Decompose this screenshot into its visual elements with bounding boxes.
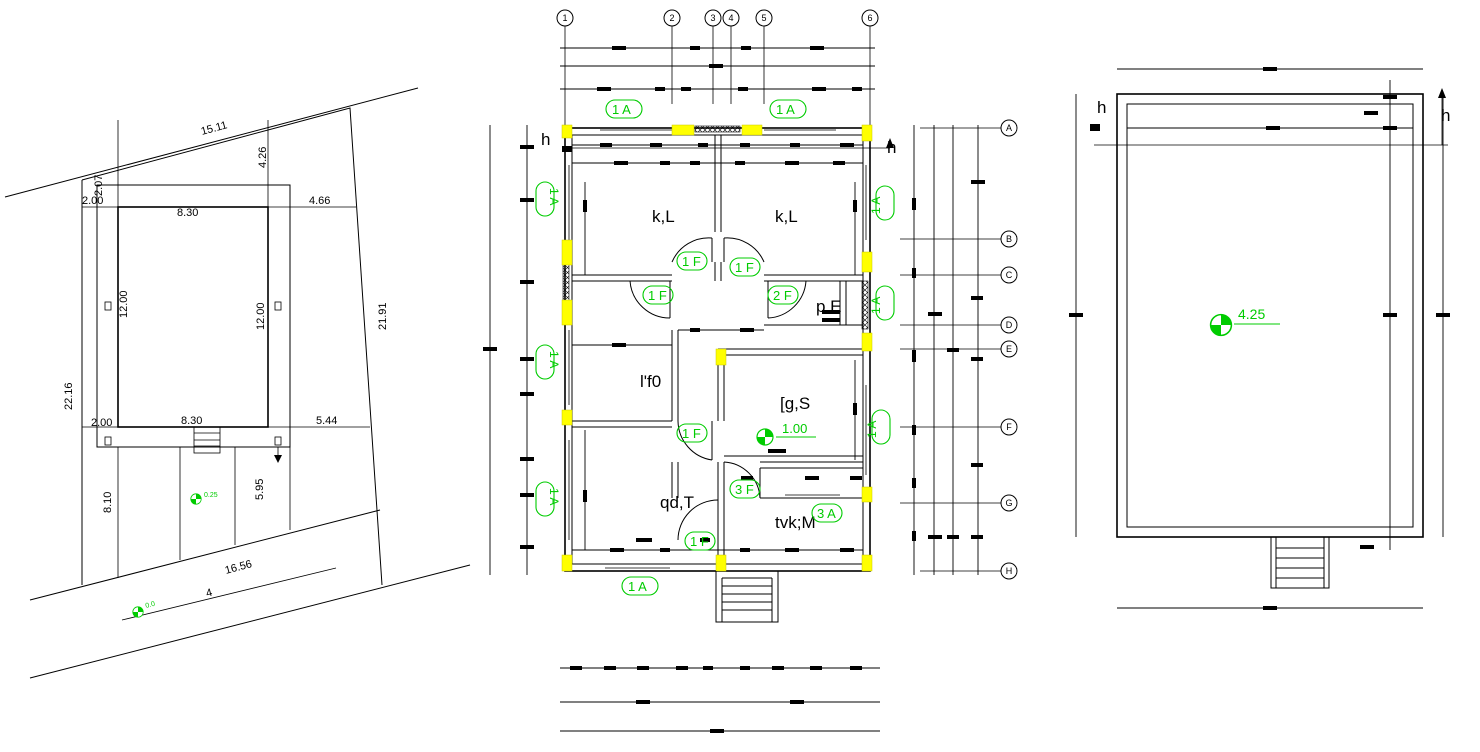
tag-label: 1 A <box>547 488 561 505</box>
tag-label: 1 A <box>628 579 647 594</box>
tag-label: 3 F <box>735 482 754 497</box>
columns <box>561 124 873 572</box>
grid-column-bubbles: 1 2 3 4 5 6 <box>556 9 879 27</box>
room-label-bedroom-left: k,L <box>652 207 675 226</box>
road-edge-bottom <box>29 564 471 679</box>
building-outline-outer <box>96 184 291 448</box>
tag-label: 1 A <box>612 102 631 117</box>
dim-road-front: 16.56 <box>224 558 254 577</box>
grid-label: A <box>1006 123 1012 133</box>
ventilator <box>694 125 741 133</box>
dim-right-setback-top: 4.66 <box>309 195 330 207</box>
road-centerline <box>121 567 337 621</box>
dim-top-right: 4.26 <box>257 147 269 168</box>
room-label-toilet: tvk;M <box>775 513 816 532</box>
grid-label: 5 <box>761 13 766 23</box>
roof-stair <box>1270 537 1330 589</box>
dim-left-setback-bottom: 2.00 <box>91 417 112 429</box>
level-marker-icon <box>132 606 144 618</box>
dim-left-setback-top: 2.00 <box>82 195 103 207</box>
roof-inner-outline <box>1126 103 1414 528</box>
dim-front-right: 5.95 <box>254 479 266 500</box>
grid-label: G <box>1005 498 1012 508</box>
dim-front-left: 8.10 <box>102 492 114 513</box>
dim-right-side: 21.91 <box>377 302 389 330</box>
tag-label: 1 A <box>865 421 879 438</box>
grid-label: F <box>1006 422 1012 432</box>
tag-label: 1 A <box>869 197 883 214</box>
tag-label: 1 F <box>735 260 754 275</box>
dim-top-offset: 2.07 <box>93 175 105 196</box>
dim-width-bottom: 8.30 <box>181 415 202 427</box>
road-edge-top <box>4 87 419 198</box>
floor-level: 1.00 <box>782 421 807 436</box>
tag-label: 1 F <box>682 254 701 269</box>
dim-width-top: 8.30 <box>177 207 198 219</box>
tag-label: 1 F <box>682 426 701 441</box>
grid-label: H <box>1006 566 1013 576</box>
window-hatch <box>562 261 570 305</box>
tag-label: 1 A <box>776 102 795 117</box>
level-marker-icon <box>190 493 202 505</box>
dim-right-setback-bottom: 5.44 <box>316 415 337 427</box>
site-plan: 15.11 2.07 4.26 2.00 8.30 4.66 12.00 12.… <box>4 87 471 679</box>
door-tags: 1 F 1 F 1 F 2 F 1 F 3 F 1 F 3 A <box>642 251 843 551</box>
room-label-drawing: qd,T <box>660 493 694 512</box>
plot-right-boundary <box>81 107 383 586</box>
tag-label: 3 A <box>817 506 836 521</box>
roof-plan: h h 4.25 <box>1069 67 1450 610</box>
window-tags: 1 A 1 A 1 A 1 A 1 A 1 A 1 A 1 A 1 A <box>535 99 895 596</box>
tag-label: 1 A <box>547 351 561 368</box>
dim-height-left: 12.00 <box>118 290 130 318</box>
dim-top-diag: 15.11 <box>200 119 229 138</box>
section-mark-left: h <box>541 130 550 149</box>
dim-left-side: 22.16 <box>63 382 75 410</box>
roof-section-mark-right: h <box>1441 106 1450 125</box>
level-marker-icon <box>1209 313 1233 337</box>
grid-label: E <box>1006 344 1012 354</box>
room-label-lobby: l'f0 <box>640 372 661 391</box>
grid-label: 6 <box>867 13 872 23</box>
grid-label: B <box>1006 234 1012 244</box>
room-label-bedroom-right: k,L <box>775 207 798 226</box>
roof-section-mark-left: h <box>1097 98 1106 117</box>
tag-label: 1 A <box>547 188 561 205</box>
grid-label: 2 <box>669 13 674 23</box>
tag-label: 1 A <box>869 297 883 314</box>
grid-label: D <box>1006 320 1013 330</box>
floor-plan: 1 2 3 4 5 6 <box>483 9 1018 733</box>
grid-row-bubbles: A B C D E F G H <box>1000 119 1018 580</box>
tag-label: 1 F <box>648 288 667 303</box>
level-road: 0.0 <box>145 601 156 610</box>
grid-label: 4 <box>728 13 733 23</box>
room-label-store: p.E <box>816 297 842 316</box>
plot-front-boundary <box>29 509 381 601</box>
grid-label: 1 <box>562 13 567 23</box>
dim-height-right: 12.00 <box>255 302 267 330</box>
grid-label: 3 <box>710 13 715 23</box>
tag-label: 2 F <box>773 288 792 303</box>
roof-outer-outline <box>1116 93 1424 538</box>
level-site: 0.25 <box>204 492 218 499</box>
road-label: 4 <box>205 587 214 600</box>
level-marker-icon <box>756 428 774 446</box>
window-hatch <box>861 280 869 330</box>
grid-label: C <box>1006 270 1013 280</box>
building-outline-inner <box>117 206 269 428</box>
entrance-steps <box>715 571 779 623</box>
room-label-kitchen: [g,S <box>780 394 810 413</box>
tag-label: 1 F <box>690 534 709 549</box>
roof-level: 4.25 <box>1238 306 1265 322</box>
